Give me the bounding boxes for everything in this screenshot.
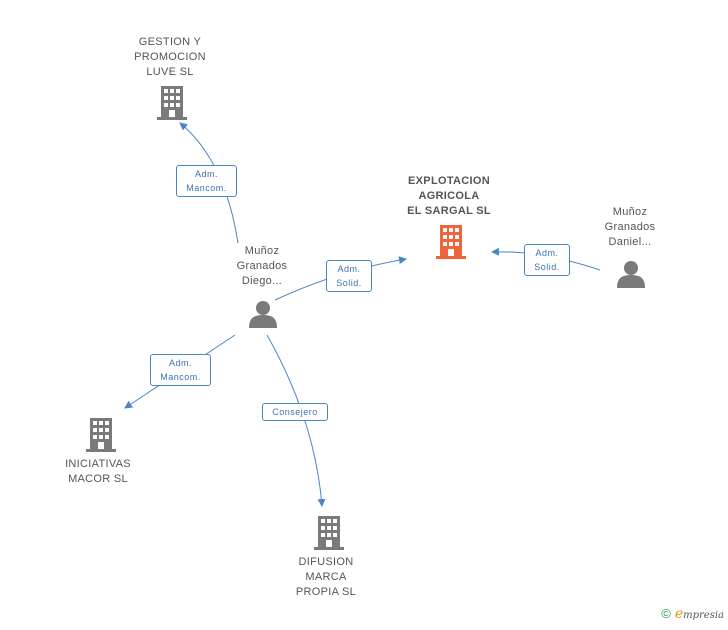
edge-label-diego-gestion[interactable]: Adm. Mancom. — [176, 165, 237, 197]
copyright-icon: © — [661, 606, 671, 621]
daniel-person-icon[interactable] — [617, 261, 645, 288]
difusion-building-icon[interactable] — [314, 516, 344, 550]
node-label-explotacion[interactable]: EXPLOTACION AGRICOLA EL SARGAL SL — [407, 175, 491, 217]
node-label-diego[interactable]: Muñoz Granados Diego... — [236, 245, 288, 287]
edge-label-diego-iniciativas[interactable]: Adm. Mancom. — [150, 354, 211, 386]
edge-label-diego-explotacion[interactable]: Adm. Solid. — [326, 260, 372, 292]
gestion-building-icon[interactable] — [157, 86, 187, 120]
node-label-gestion[interactable]: GESTION Y PROMOCION LUVE SL — [134, 36, 206, 78]
brand-logo-text: mpresia — [683, 610, 724, 621]
node-label-iniciativas[interactable]: INICIATIVAS MACOR SL — [65, 458, 131, 485]
edge-label-diego-difusion[interactable]: Consejero — [262, 403, 328, 421]
node-label-difusion[interactable]: DIFUSION MARCA PROPIA SL — [295, 556, 357, 598]
edge-label-daniel-explotacion[interactable]: Adm. Solid. — [524, 244, 570, 276]
brand-logo-initial: e — [674, 606, 684, 622]
iniciativas-building-icon[interactable] — [86, 418, 116, 452]
diego-person-icon[interactable] — [249, 301, 277, 328]
explotacion-building-icon[interactable] — [436, 225, 466, 259]
node-label-daniel[interactable]: Muñoz Granados Daniel... — [604, 206, 656, 248]
footer-branding: ©empresia — [661, 606, 724, 622]
